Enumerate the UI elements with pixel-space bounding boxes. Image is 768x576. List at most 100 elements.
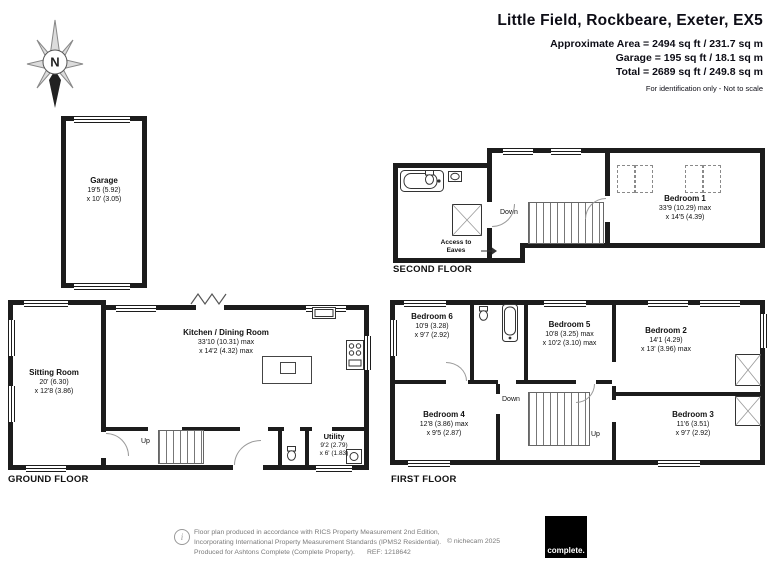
info-symbol: i — [180, 532, 184, 542]
wall — [393, 258, 525, 263]
stairs-up-label: Up — [591, 431, 600, 438]
skylight-icon — [617, 165, 635, 193]
window — [648, 300, 688, 307]
wall-break-zigzag-icon — [190, 291, 232, 307]
room-name: Bedroom 1 — [664, 194, 706, 203]
wall-break — [196, 305, 224, 310]
wall — [142, 116, 147, 288]
room-label-garage: Garage 19'5 (5.92) x 10' (3.05) — [61, 176, 147, 205]
window — [364, 336, 371, 370]
room-dim: x 9'7 (2.92) — [675, 430, 711, 438]
wall — [364, 305, 369, 470]
room-label-bedroom4: Bedroom 4 12'8 (3.86) max x 9'5 (2.87) — [394, 410, 494, 439]
stairs-down-label: Down — [502, 396, 520, 403]
window — [8, 386, 15, 422]
room-dim: 9'2 (2.79) — [320, 441, 348, 449]
footer-produced-for: Produced for Ashtons Complete (Complete … — [194, 548, 355, 556]
wall — [760, 148, 765, 248]
room-name: Garage — [90, 176, 118, 185]
compass-north-label: N — [50, 55, 59, 70]
window — [658, 460, 700, 467]
room-name: Kitchen / Dining Room — [183, 328, 269, 337]
room-dim: x 10' (3.05) — [86, 196, 122, 204]
room-dim: x 13' (3.96) max — [641, 346, 691, 354]
cupboard-icon — [735, 354, 761, 386]
bathtub-icon — [502, 304, 518, 342]
wall — [520, 243, 765, 248]
access-to-eaves-label: Access to Eaves — [440, 239, 472, 255]
window — [24, 300, 68, 307]
window — [551, 148, 581, 155]
wall — [520, 248, 525, 263]
stove-icon — [346, 340, 364, 370]
footer-line: Floor plan produced in accordance with R… — [194, 529, 440, 536]
window — [316, 465, 352, 472]
compass-icon: N — [26, 19, 84, 108]
footer-disclaimer: Floor plan produced in accordance with R… — [194, 528, 464, 558]
room-name: Utility — [323, 432, 345, 441]
room-label-bedroom3: Bedroom 3 11'6 (3.51) x 9'7 (2.92) — [648, 410, 738, 439]
door-opening — [446, 380, 468, 384]
second-floor-label: SECOND FLOOR — [393, 264, 472, 275]
room-label-bedroom6: Bedroom 6 10'9 (3.28) x 9'7 (2.92) — [394, 312, 470, 341]
room-dim: x 6' (1.83) — [319, 450, 349, 458]
skylight-icon — [635, 165, 653, 193]
window — [760, 314, 767, 348]
wall — [278, 427, 282, 465]
room-dim: 33'9 (10.29) max — [658, 205, 712, 213]
door-opening — [487, 202, 492, 228]
wall — [305, 427, 309, 465]
door-opening — [284, 427, 300, 431]
room-label-bedroom5: Bedroom 5 10'8 (3.25) max x 10'2 (3.10) … — [527, 320, 612, 349]
door-opening — [312, 427, 332, 431]
page-title: Little Field, Rockbeare, Exeter, EX5 — [497, 12, 763, 29]
footer-line: Incorporating International Property Mea… — [194, 538, 442, 546]
toilet-icon — [424, 170, 435, 185]
wall — [524, 300, 528, 384]
skylight-icon — [685, 165, 703, 193]
skylight-icon — [703, 165, 721, 193]
window — [116, 305, 156, 312]
approximate-area: Approximate Area = 2494 sq ft / 231.7 sq… — [550, 38, 763, 50]
kitchen-sink-icon — [312, 307, 336, 319]
scale-note: For identification only - Not to scale — [645, 83, 763, 93]
room-dim: 11'6 (3.51) — [676, 421, 710, 429]
room-dim: 33'10 (10.31) max — [197, 339, 255, 347]
logo-text: complete. — [547, 546, 585, 555]
window — [700, 300, 740, 307]
wall — [61, 116, 66, 288]
wall — [393, 163, 398, 263]
cupboard-icon — [735, 396, 761, 426]
front-door-opening — [233, 465, 263, 470]
window — [503, 148, 533, 155]
footer-line: Produced for Ashtons Complete (Complete … — [194, 548, 464, 558]
door-opening — [576, 380, 596, 384]
room-name: Bedroom 2 — [645, 326, 687, 335]
wall — [760, 300, 765, 465]
info-icon: i — [174, 529, 190, 545]
room-dim: 14'1 (4.29) — [649, 337, 683, 345]
window — [404, 300, 446, 307]
room-label-sitting: Sitting Room 20' (6.30) x 12'8 (3.86) — [10, 368, 98, 397]
room-dim: x 14'2 (4.32) max — [199, 348, 253, 356]
room-name: Bedroom 4 — [423, 410, 465, 419]
room-name: Bedroom 3 — [672, 410, 714, 419]
complete-logo: complete. — [545, 516, 587, 558]
window — [26, 465, 66, 472]
room-dim: 19'5 (5.92) — [87, 187, 121, 195]
header: Little Field, Rockbeare, Exeter, EX5 App… — [497, 12, 763, 93]
wall — [487, 148, 765, 153]
toilet-icon — [286, 446, 297, 461]
room-dim: x 14'5 (4.39) — [665, 214, 705, 222]
stairs-up-label: Up — [141, 438, 150, 445]
room-dim: x 12'8 (3.86) — [34, 388, 74, 396]
door-opening — [605, 196, 610, 222]
room-dim: x 9'7 (2.92) — [414, 332, 450, 340]
ground-floor-label: GROUND FLOOR — [8, 474, 89, 485]
wall — [470, 300, 474, 384]
room-label-utility: Utility 9'2 (2.79) x 6' (1.83) — [307, 432, 361, 459]
door-arc — [576, 384, 595, 403]
wall — [101, 305, 369, 310]
wall — [101, 300, 106, 470]
